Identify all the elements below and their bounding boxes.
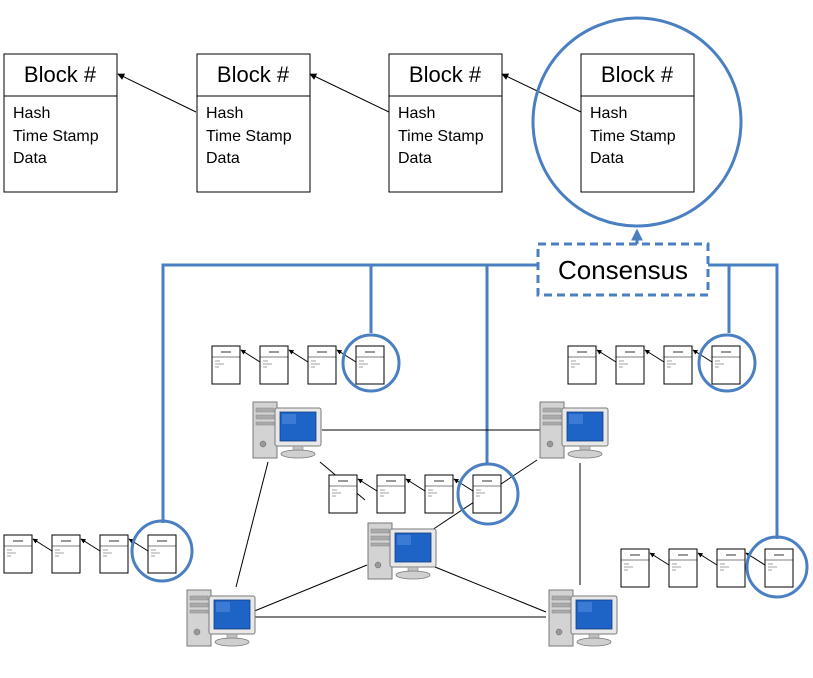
- mini-chain-link-arrow: [336, 349, 357, 363]
- mini-chain-link-arrow: [649, 552, 670, 566]
- block-field-hash: Hash: [398, 105, 435, 122]
- block: Block # Hash Time Stamp Data: [388, 53, 503, 193]
- mini-block: [328, 474, 358, 514]
- desktop-computer-icon: [252, 401, 322, 459]
- block-field-hash: Hash: [13, 105, 50, 122]
- mini-block: [716, 548, 746, 588]
- node-newest-block-highlight: [745, 535, 809, 599]
- mini-block: [355, 345, 385, 385]
- mini-block: [615, 345, 645, 385]
- mini-block: [259, 345, 289, 385]
- mini-block: [376, 474, 406, 514]
- mini-block: [620, 548, 650, 588]
- node-newest-block-highlight: [341, 333, 401, 393]
- mini-chain-link-arrow: [596, 349, 617, 363]
- mini-chain-link-arrow: [453, 478, 474, 492]
- mini-chain-link-arrow: [697, 552, 718, 566]
- node-newest-block-highlight: [456, 462, 520, 526]
- network-nodes: [186, 401, 618, 647]
- mini-block: [663, 345, 693, 385]
- block-field-hash: Hash: [206, 105, 243, 122]
- mini-block: [211, 345, 241, 385]
- mini-block: [307, 345, 337, 385]
- block-field-hash: Hash: [590, 105, 627, 122]
- main-chain: Block # Hash Time Stamp Data Block # Has…: [3, 16, 743, 228]
- node-blockchain: [567, 333, 757, 393]
- mini-block: [668, 548, 698, 588]
- mini-chain-link-arrow: [80, 538, 101, 552]
- block-title: Block #: [24, 62, 97, 87]
- node-blockchain: [211, 333, 401, 393]
- block-field-data: Data: [398, 150, 432, 167]
- block-title: Block #: [217, 62, 290, 87]
- mini-chain-link-arrow: [288, 349, 309, 363]
- block-title: Block #: [409, 62, 482, 87]
- block: Block # Hash Time Stamp Data: [3, 53, 118, 193]
- chain-link-arrow: [501, 73, 582, 113]
- node-chains: [3, 333, 809, 599]
- node-newest-block-highlight: [130, 519, 194, 583]
- block-field-timestamp: Time Stamp: [206, 128, 292, 145]
- block-field-timestamp: Time Stamp: [590, 128, 676, 145]
- mini-chain-link-arrow: [357, 478, 378, 492]
- block-field-data: Data: [590, 150, 624, 167]
- desktop-computer-icon: [539, 401, 609, 459]
- network-links: [235, 429, 581, 618]
- block-field-data: Data: [206, 150, 240, 167]
- newest-block-highlight-circle: [531, 16, 743, 228]
- node-blockchain: [620, 535, 809, 599]
- desktop-computer-icon: [367, 522, 437, 580]
- mini-block: [51, 534, 81, 574]
- block-field-data: Data: [13, 150, 47, 167]
- node-newest-block-highlight: [697, 333, 757, 393]
- chain-link-arrow: [117, 73, 197, 113]
- mini-chain-link-arrow: [692, 349, 713, 363]
- consensus-label: Consensus: [558, 255, 688, 285]
- mini-block: [99, 534, 129, 574]
- mini-block: [3, 534, 33, 574]
- mini-block: [711, 345, 741, 385]
- mini-block: [424, 474, 454, 514]
- mini-block: [147, 534, 177, 574]
- mini-chain-link-arrow: [405, 478, 426, 492]
- mini-block: [567, 345, 597, 385]
- block-field-timestamp: Time Stamp: [398, 128, 484, 145]
- mini-chain-link-arrow: [240, 349, 261, 363]
- block-title: Block #: [601, 62, 674, 87]
- mini-block: [764, 548, 794, 588]
- block-field-timestamp: Time Stamp: [13, 128, 99, 145]
- desktop-computer-icon: [186, 589, 256, 647]
- mini-chain-link-arrow: [644, 349, 665, 363]
- mini-chain-link-arrow: [32, 538, 53, 552]
- chain-link-arrow: [309, 73, 390, 113]
- node-blockchain: [328, 462, 520, 526]
- block: Block # Hash Time Stamp Data: [196, 53, 311, 193]
- mini-block: [472, 474, 502, 514]
- node-blockchain: [3, 519, 194, 583]
- block-newest: Block # Hash Time Stamp Data: [580, 53, 695, 193]
- desktop-computer-icon: [548, 589, 618, 647]
- consensus-box: Consensus: [536, 242, 710, 297]
